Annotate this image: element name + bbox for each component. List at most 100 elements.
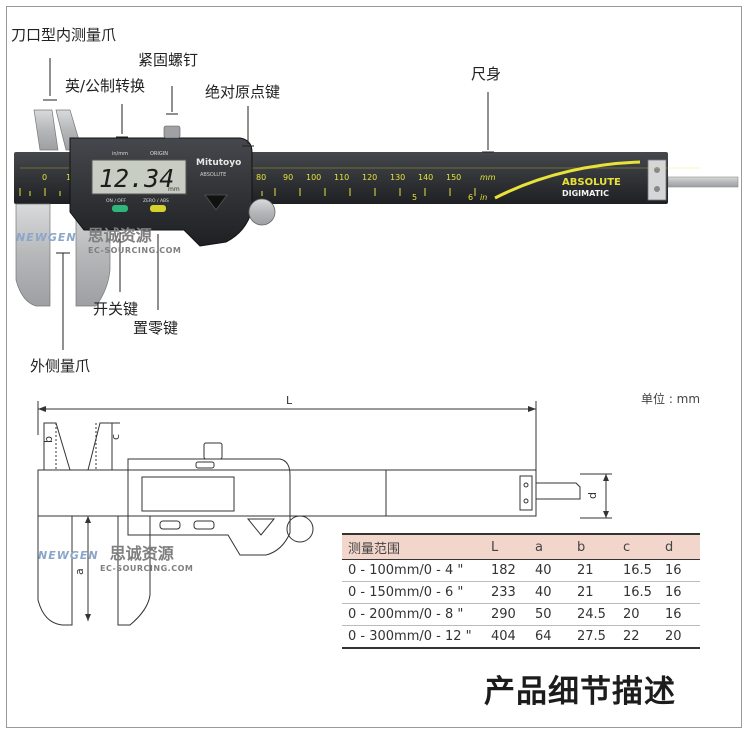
line-name: DIGIMATIC <box>562 189 609 198</box>
scale-num-140: 140 <box>418 173 433 182</box>
cell-range: 0 - 300mm/0 - 12 " <box>342 625 491 649</box>
power-button[interactable] <box>112 205 128 212</box>
yellow-swoosh <box>494 160 641 200</box>
spec-table: 测量范围 L a b c d 0 - 100mm/0 - 4 " 182 40 … <box>342 533 700 649</box>
drawing-emblem <box>246 518 276 536</box>
cell-b: 21 <box>577 559 623 582</box>
label-outer-jaw: 外侧量爪 <box>30 357 91 375</box>
cell-range: 0 - 150mm/0 - 6 " <box>342 581 491 604</box>
thumb-roller <box>248 198 276 226</box>
zero-button[interactable] <box>150 205 166 212</box>
drawing-slider <box>127 458 291 556</box>
outer-jaw-fixed <box>15 203 51 307</box>
watermark-top: NEWGEN 思诚资源 EC-SOURCING.COM <box>16 222 181 255</box>
drawing-thumb-roller <box>286 515 314 543</box>
cell-d: 16 <box>665 603 700 626</box>
cell-d: 16 <box>665 559 700 582</box>
image-frame <box>6 6 742 728</box>
watermark-logo: NEWGEN <box>16 231 77 244</box>
cell-a: 50 <box>535 603 577 626</box>
label-clamp-screw: 紧固螺钉 <box>138 51 199 69</box>
brand-logo: Mitutoyo <box>196 158 241 168</box>
cell-b: 27.5 <box>577 625 623 649</box>
lcd-screen <box>91 159 187 195</box>
dim-label-c: c <box>109 434 122 440</box>
label-knife-inner-jaw: 刀口型内测量爪 <box>11 26 117 44</box>
dim-label-d: d <box>586 492 599 499</box>
drawing-beam <box>37 469 537 517</box>
drawing-inner-jaw-sliding <box>87 422 113 471</box>
drawing-inner-jaw-fixed <box>43 422 71 471</box>
label-inch-metric-switch: 英/公制转换 <box>65 77 146 95</box>
col-header-L: L <box>491 533 535 560</box>
label-absolute-origin-key: 绝对原点键 <box>205 83 281 101</box>
cell-c: 16.5 <box>623 581 665 604</box>
table-row: 0 - 200mm/0 - 8 " 290 50 24.5 20 16 <box>342 603 700 626</box>
dimension-drawing: L a b c d <box>37 395 612 626</box>
cell-L: 290 <box>491 603 535 626</box>
label-zero-key: 置零键 <box>133 319 179 337</box>
dim-label-L: L <box>286 395 293 407</box>
cell-L: 404 <box>491 625 535 649</box>
cell-L: 233 <box>491 581 535 604</box>
callout-lines <box>43 58 494 350</box>
scale-num-150: 150 <box>446 173 461 182</box>
watermark-url-2: EC-SOURCING.COM <box>100 564 194 573</box>
slider-emblem <box>204 194 228 211</box>
label-main-scale: 尺身 <box>471 65 502 83</box>
zero-button-label: ZERO / ABS <box>143 198 169 204</box>
cell-L: 182 <box>491 559 535 582</box>
col-header-d: d <box>665 533 700 560</box>
cell-c: 20 <box>623 603 665 626</box>
caliper-photo: 0 10 80 90 100 110 120 130 140 150 mm 5 … <box>14 58 739 350</box>
beam-end-cap <box>647 159 667 201</box>
scale-num-130: 130 <box>390 173 405 182</box>
cell-d: 20 <box>665 625 700 649</box>
watermark-bottom: NEWGEN 思诚资源 EC-SOURCING.COM <box>38 540 193 573</box>
dim-label-b: b <box>42 436 55 443</box>
cell-a: 64 <box>535 625 577 649</box>
cell-b: 24.5 <box>577 603 623 626</box>
lcd-unit: mm <box>168 186 180 193</box>
col-header-a: a <box>535 533 577 560</box>
brand-series-small: ABSOLUTE <box>200 172 226 178</box>
series-name: ABSOLUTE <box>562 177 621 188</box>
inch-num-5: 5 <box>412 193 417 202</box>
table-header-row: 测量范围 L a b c d <box>342 533 700 560</box>
cell-b: 21 <box>577 581 623 604</box>
inner-jaw-left <box>33 109 59 151</box>
depth-rod <box>667 176 739 188</box>
drawing-depth-rod <box>536 482 581 500</box>
clamp-screw <box>163 125 181 139</box>
tag-inmm: in/mm <box>112 151 128 157</box>
footer-title: 产品细节描述 <box>484 674 676 710</box>
inch-num-6: 6 <box>468 193 473 202</box>
lcd-reading: 12.34 <box>99 164 174 193</box>
scale-num-0: 0 <box>42 173 47 182</box>
scale-num-100: 100 <box>306 173 321 182</box>
watermark-url: EC-SOURCING.COM <box>88 246 182 255</box>
power-button-label: ON / OFF <box>106 198 126 204</box>
cell-c: 22 <box>623 625 665 649</box>
watermark-cn-2: 思诚资源 <box>109 544 174 563</box>
cell-range: 0 - 200mm/0 - 8 " <box>342 603 491 626</box>
drawing-outer-jaw-fixed <box>37 516 73 626</box>
label-power-key: 开关键 <box>93 300 139 318</box>
dim-label-a: a <box>73 568 86 575</box>
cell-a: 40 <box>535 581 577 604</box>
table-row: 0 - 150mm/0 - 6 " 233 40 21 16.5 16 <box>342 581 700 604</box>
scale-unit-mm: mm <box>480 173 496 182</box>
cell-range: 0 - 100mm/0 - 4 " <box>342 559 491 582</box>
tag-origin: ORIGIN <box>150 151 168 157</box>
cell-d: 16 <box>665 581 700 604</box>
col-header-b: b <box>577 533 623 560</box>
scale-num-120: 120 <box>362 173 377 182</box>
unit-note: 单位 : mm <box>641 392 701 406</box>
scale-num-80: 80 <box>256 173 266 182</box>
cell-c: 16.5 <box>623 559 665 582</box>
drawing-lcd <box>141 476 235 512</box>
col-header-c: c <box>623 533 665 560</box>
drawing-outer-jaw-sliding <box>117 516 151 626</box>
col-header-range: 测量范围 <box>342 533 491 560</box>
